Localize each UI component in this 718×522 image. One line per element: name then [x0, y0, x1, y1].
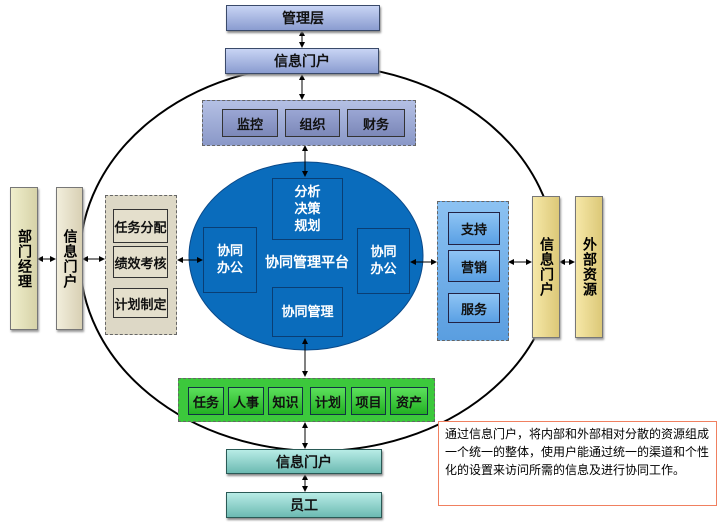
performance-review: 绩效考核	[113, 246, 168, 278]
external-resources-column: 外部资源	[575, 196, 603, 338]
dept-manager-column: 部门经理	[10, 187, 38, 330]
employee-box: 员工	[226, 492, 382, 518]
top-portal-box: 信息门户	[225, 48, 379, 74]
marketing: 营销	[448, 250, 500, 282]
module-plan: 计划	[310, 387, 346, 415]
support: 支持	[448, 212, 500, 245]
module-project: 项目	[351, 387, 386, 415]
task-assignment: 任务分配	[113, 209, 168, 243]
collab-management-box: 协同管理	[272, 287, 343, 337]
module-assets: 资产	[390, 387, 428, 415]
office-right-box: 协同 办公	[357, 228, 410, 294]
module-monitor: 监控	[222, 109, 278, 137]
left-portal-column: 信息门户	[56, 187, 83, 330]
analysis-box: 分析 决策 规划	[272, 178, 343, 240]
platform-title: 协同管理平台	[265, 255, 349, 271]
plan-making: 计划制定	[113, 288, 168, 318]
module-hr: 人事	[228, 387, 264, 415]
service: 服务	[448, 293, 500, 323]
module-finance: 财务	[347, 109, 405, 137]
description-note: 通过信息门户，将内部和外部相对分散的资源组成一个统一的整体，使用户能通过统一的渠…	[438, 421, 717, 506]
right-portal-column: 信息门户	[532, 196, 560, 338]
module-knowledge: 知识	[268, 387, 303, 415]
module-organization: 组织	[285, 109, 340, 137]
bottom-portal-box: 信息门户	[226, 449, 382, 474]
management-layer-box: 管理层	[226, 5, 380, 31]
module-task: 任务	[188, 387, 224, 415]
office-left-box: 协同 办公	[203, 227, 257, 293]
